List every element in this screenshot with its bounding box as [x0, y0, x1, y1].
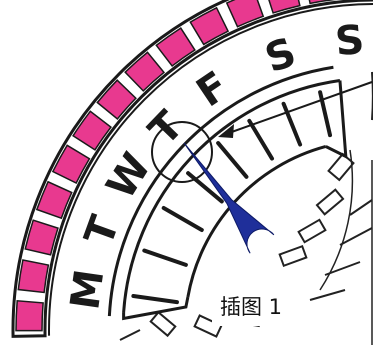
frame-right-end: [325, 80, 348, 160]
day-letter-5: S: [259, 29, 301, 82]
tick-mark: [142, 248, 188, 267]
band-segment: [24, 219, 59, 256]
band-segment: [124, 51, 166, 92]
band-segment: [155, 27, 196, 67]
watch-case-details: [119, 71, 373, 345]
caption-text: 插图 1: [220, 295, 282, 319]
letters-ring-edge: [48, 3, 373, 336]
band-outline: [11, 0, 373, 338]
band-segment: [72, 110, 112, 151]
band-segment: [51, 144, 91, 185]
frame-outer-arc: [107, 65, 334, 317]
tick-mark: [186, 171, 224, 204]
figure-caption: 插图 1: [212, 286, 304, 326]
band-segment: [96, 79, 137, 121]
band-segment: [35, 180, 73, 220]
tick-mark: [131, 294, 179, 305]
dial-window-frame: [107, 65, 348, 321]
band-segment: [268, 0, 301, 14]
day-letter-2: W: [98, 145, 160, 207]
tick-mark: [281, 101, 303, 147]
day-letter-3: T: [140, 102, 193, 154]
band-segment: [17, 259, 50, 294]
hand-pivot: [254, 236, 270, 252]
day-hand: [183, 142, 275, 254]
band-segment: [225, 0, 265, 28]
band-segment: [308, 0, 337, 5]
weekday-segment-band: [11, 0, 373, 338]
frame-left-end: [122, 296, 190, 321]
tick-mark: [161, 206, 204, 232]
frame-inner-arc: [122, 78, 341, 313]
hub-arc: [186, 145, 327, 298]
callout-arrow: [218, 81, 373, 138]
band-segment: [15, 299, 44, 332]
highlight-circle: [151, 121, 213, 183]
day-letter-6: S: [333, 17, 366, 65]
day-letter-1: T: [76, 209, 129, 251]
tick-mark: [216, 141, 249, 179]
band-segment: [189, 6, 230, 46]
tick-mark: [247, 118, 274, 161]
day-letter-0: M: [62, 267, 113, 313]
